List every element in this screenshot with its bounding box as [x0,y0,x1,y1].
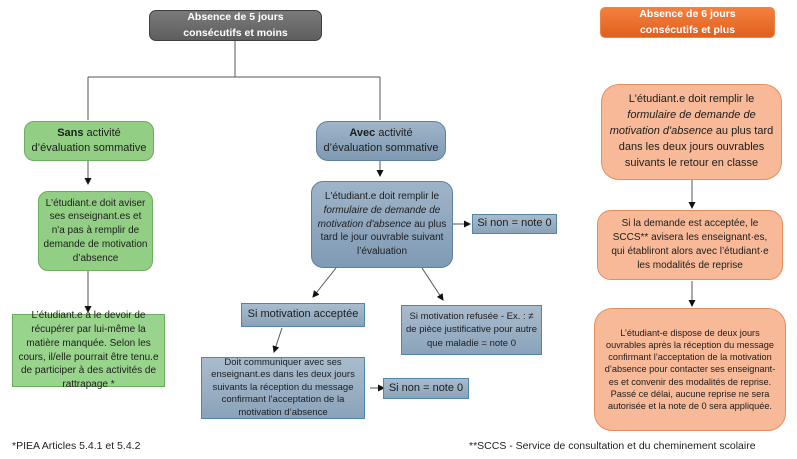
accepted-text: Si motivation acceptée [247,308,359,321]
footnote-sccs: **SCCS - Service de consultation et du c… [469,440,756,452]
arrow-to-refused [421,267,444,301]
right-step1-form-name: formulaire de demande de motivation d'ab… [609,109,756,138]
sans-step1-box: L'étudiant.e doit aviser ses enseignant.… [38,191,153,271]
avec-step1-after: au plus tard le jour ouvrable suivant l’… [320,218,447,258]
right-step3-text: L’étudiant-e dispose de deux jours ouvra… [604,327,776,412]
avec-line2: d’évaluation sommative [323,142,439,154]
header-5-line1: Absence de 5 jours [187,11,284,24]
motivation-refusee-box: Si motivation refusée - Ex. : ≠ de pièce… [401,305,542,355]
si-non-2-text: Si non = note 0 [388,381,464,394]
header-6-line2: consécutifs et plus [639,23,736,36]
header-6-line1: Absence de 6 jours [639,8,736,21]
avec-evaluation-box: Avec activité d’évaluation sommative [316,121,446,161]
avec-rest: activité [375,126,413,139]
sans-step2-text: L’étudiant.e a le devoir de récupérer pa… [18,310,159,391]
sans-evaluation-box: Sans activité d’évaluation sommative [24,121,154,161]
avec-bold: Avec [349,126,376,139]
right-step2-box: Si la demande est acceptée, le SCCS** av… [597,210,783,280]
right-step1-after: au plus tard dans les deux jours ouvrabl… [618,125,774,169]
arrow-to-accepted [312,267,337,298]
header-absence-6-jours: Absence de 6 jours consécutifs et plus [600,7,775,38]
sans-step2-box: L’étudiant.e a le devoir de récupérer pa… [12,310,165,390]
accepted-step-text: Doit communiquer avec ses enseignant.es … [211,357,355,418]
right-step1-box: L'étudiant.e doit remplir le formulaire … [601,84,782,180]
sans-rest: activité [83,126,121,139]
header-5-line2: consécutifs et moins [183,26,288,39]
avec-step1-box: L'étudiant.e doit remplir le formulaire … [311,181,453,268]
sans-bold: Sans [57,126,84,139]
si-non-note-0-box-2: Si non = note 0 [383,378,469,399]
sans-step1-text: L'étudiant.e doit aviser ses enseignant.… [43,197,148,264]
header-absence-5-jours: Absence de 5 jours consécutifs et moins [149,10,322,41]
sans-line2: d’évaluation sommative [31,142,147,154]
footnote-piea: *PIEA Articles 5.4.1 et 5.4.2 [12,440,141,452]
si-non-1-text: Si non = note 0 [477,217,552,230]
refused-text: Si motivation refusée - Ex. : ≠ de pièce… [406,311,537,349]
avec-step1-before: L'étudiant.e doit remplir le [324,191,440,202]
motivation-acceptee-box: Si motivation acceptée [241,303,365,327]
right-step1-before: L'étudiant.e doit remplir le [628,93,755,106]
si-non-note-0-box-1: Si non = note 0 [472,214,557,234]
right-step2-text: Si la demande est acceptée, le SCCS** av… [611,218,769,271]
right-step3-box: L’étudiant-e dispose de deux jours ouvra… [594,308,786,431]
arrow-accepted-to-step [272,327,283,353]
accepted-step-box: Doit communiquer avec ses enseignant.es … [201,357,365,419]
avec-step1-form-name: formulaire de demande de motivation d'ab… [317,204,441,230]
